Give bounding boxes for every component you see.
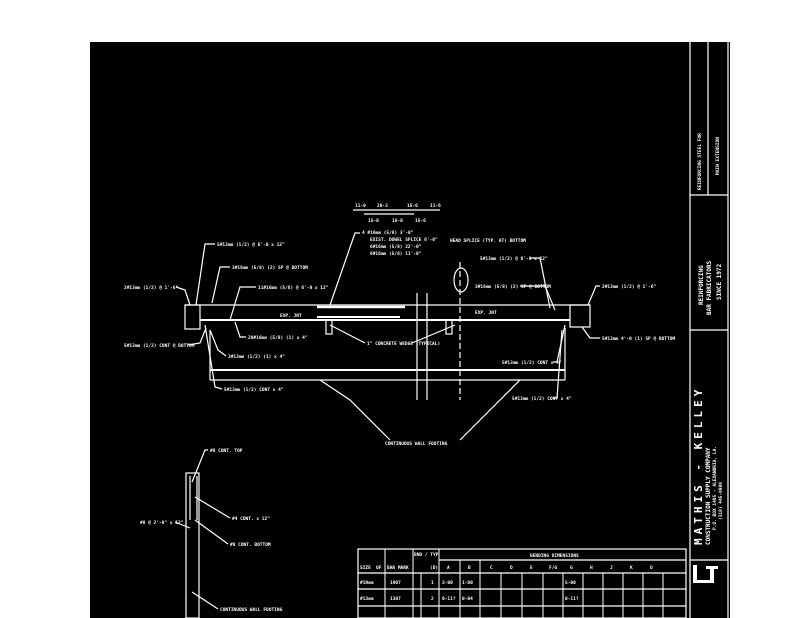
drawing-text: 1-00 [462,580,473,586]
drawing-text: SIZE [360,565,371,571]
label: #8 CONT. BOTTOM [230,542,271,548]
drawing-text: 1307 [390,596,401,602]
drawing-text: A [447,565,450,571]
dim-bottom-1: 15-0 [368,218,379,224]
drawing-text: 0-11? [565,596,579,602]
label: 3#13mm (1/2) (1) x 4" [228,354,285,360]
label: 2#13mm (1/2) @ 1'-6" [124,285,178,291]
drawing-text: J [610,565,613,571]
drawing-text: K [630,565,633,571]
label: 11#16mm (5/8) @ 6'-0 x 12" [258,285,329,291]
label: 5#13mm (1/2) CONT @ BOTTOM [124,343,195,349]
drawing-text: C [490,565,493,571]
label: 20#16mm (5/8) (1) x 4" [248,335,308,341]
label: CONTINUOUS WALL FOOTING [385,441,448,447]
drawing-text: D [510,565,513,571]
dim-top-1: 11-0 [355,203,366,209]
label: #4 CONT. x 12" [232,516,270,522]
table-headers: SIZE OF BAR MARK BND / TYP (D) A B C D E… [360,552,653,571]
label: #8 CONT. TOP [210,448,243,454]
label: 2#13mm (1/2) @ 1'-6" [602,284,656,290]
drawing-text: (318) 445-0900 [718,482,724,520]
drawing-text: MATHIS - KELLEY [692,386,705,545]
title-block: REINFORCING STEEL FOR MAIN EXTENSION REI… [692,133,724,545]
drawing-text: (D) [430,565,438,571]
label: 5#13mm (1/2) CONT x 4" [502,360,562,366]
label: 5#13mm (1/2) @ 6'-0 x 12" [480,256,548,262]
label: CONTINUOUS WALL FOOTING [220,607,283,613]
drawing-text: REINFORCING STEEL FOR [697,133,703,190]
label: 3#16mm (5/8) (2) SP @ BOTTOM [475,284,551,290]
drawing-text: E [530,565,533,571]
drawing-text: O [650,565,653,571]
drawing-text: BAR FABRICATORS [706,260,713,315]
drawing-text: H [590,565,593,571]
company-logo [693,565,718,583]
dim-top-2: 20-3 [377,203,388,209]
drawing-text: MAIN EXTENSION [715,137,721,175]
table-row: #19mm 1907 1 3-00 1-00 5-00 [360,580,576,586]
dim-bottom-2: 18-0 [392,218,403,224]
drawing-text: BND / TYP [414,552,439,558]
drawing-text: 1907 [390,580,401,586]
drawing-text: F/G [549,565,557,571]
label: 5#13mm (1/2) @ 6'-0 x 12" [217,242,285,248]
label: 5#13mm 4'-0 (1) SP @ BOTTOM [602,336,675,342]
table-row: #13mm 1307 2 0-11? 0-04 0-11? [360,596,579,602]
drawing-text: 1 [431,580,434,586]
dim-top-4: 11-6 [430,203,441,209]
drawing-text: #19mm [360,580,374,586]
drawing-text: BAR MARK [387,565,409,571]
drawing-text: SINCE 1972 [716,263,723,300]
label: EXP. JNT [280,313,302,319]
drawing-text: REINFORCING [698,265,705,305]
table-title: BENDING DIMENSIONS [530,553,579,559]
label: 6#16mm (5/8) 22'-0" [370,244,422,250]
label: #8 @ 2'-0" x 12" [140,520,184,526]
drawing-text: B [468,565,471,571]
label: 6#16mm (5/8) 11'-0" [370,251,422,257]
label: 5#13mm (1/2) CONT x 4" [512,396,572,402]
label: HEAD SPLICE (TYP. AT) BOTTOM [450,238,526,244]
drawing-text: #13mm [360,596,374,602]
label: EXIST. DOWEL SPLICE 6'-0" [370,237,438,243]
drawing-text: 0-04 [462,596,473,602]
sheet-background [90,42,730,618]
drawing-text: G [570,565,573,571]
label: 3#16mm (5/8) (2) SP @ BOTTOM [232,265,308,271]
drawing-text: 5-00 [565,580,576,586]
drawing-text: CONSTRUCTION SUPPLY COMPANY [705,447,712,545]
label: EXP. JNT [475,310,497,316]
label: 4 #16mm (5/8) 3'-0" [362,230,414,236]
dim-bottom-3: 15-6 [415,218,426,224]
dim-top-3: 15-6 [407,203,418,209]
drawing-text: 3-00 [442,580,453,586]
drawing-text: OF [376,565,382,571]
section-drawing [174,42,729,618]
label: 5#13mm (1/2) CONT x 4" [224,387,284,393]
drawing-text: 0-11? [442,596,456,602]
drawing-text: P.O. BOX 1405 - ALEXANDRIA, LA. [712,446,718,530]
label: 1" CONCRETE WEDGE (TYPICAL) [367,341,440,347]
drawing-text: 2 [431,596,434,602]
